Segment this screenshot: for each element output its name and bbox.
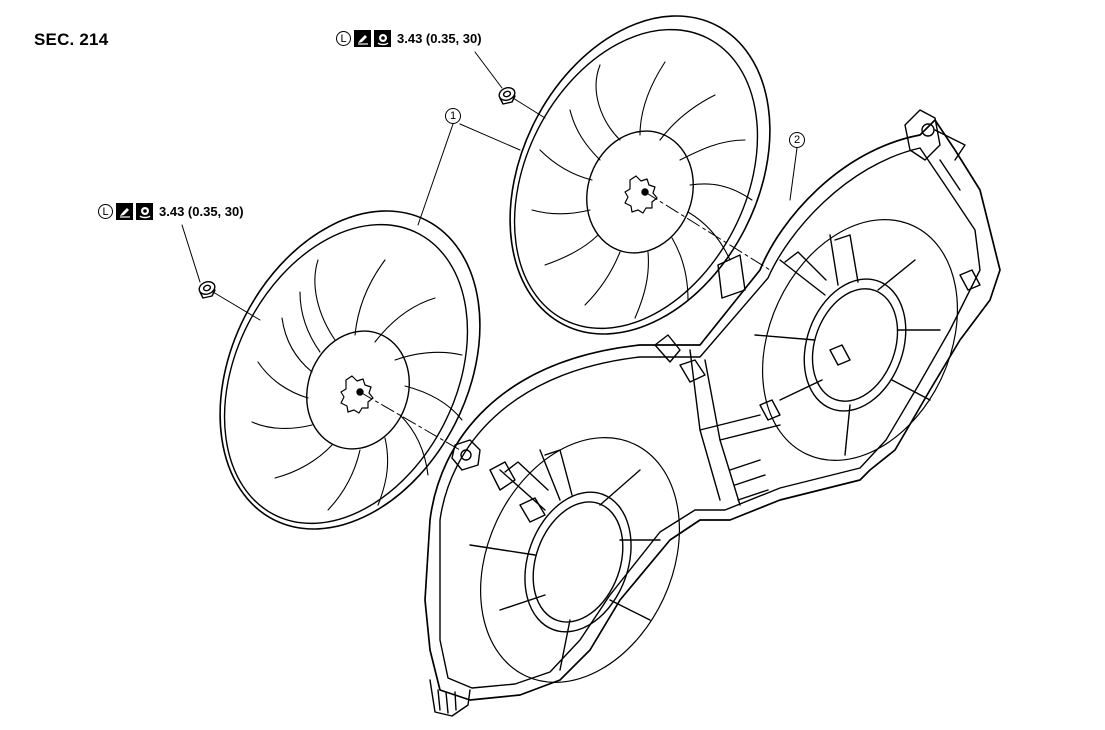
torque-wrench-icon [136,203,153,220]
upper-fan-blade [509,15,771,335]
leader-lines [181,51,798,321]
apply-icon [354,30,371,47]
callout-shroud: 2 [789,132,805,148]
apply-icon [116,203,133,220]
torque-value-lower: 3.43 (0.35, 30) [159,204,244,219]
torque-value-upper: 3.43 (0.35, 30) [397,31,482,46]
lower-fan-nut [198,281,216,299]
upper-fan-nut [498,87,516,105]
torque-spec-lower: L 3.43 (0.35, 30) [98,203,244,220]
center-lines [359,191,771,451]
locking-sealant-icon: L [336,31,351,46]
torque-wrench-icon [374,30,391,47]
callout-fan: 1 [445,108,461,124]
section-label: SEC. 214 [34,30,109,49]
torque-spec-upper: L 3.43 (0.35, 30) [336,30,482,47]
locking-sealant-icon: L [98,204,113,219]
fan-shroud [424,109,1001,717]
lower-fan-blade [219,210,481,530]
